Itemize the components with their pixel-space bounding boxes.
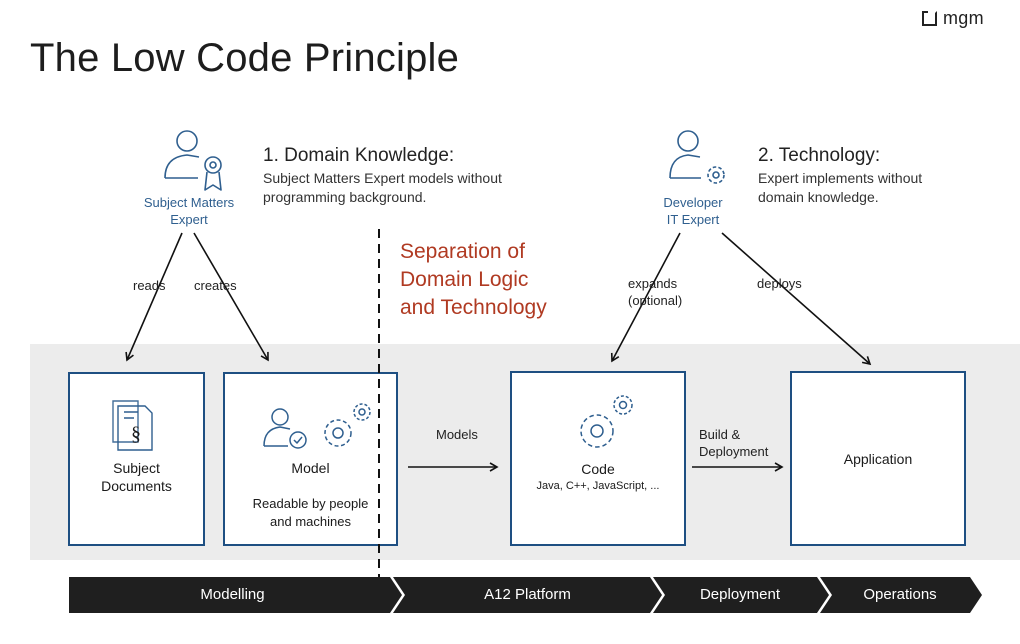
expands-label-line1: expands <box>628 276 678 291</box>
documents-box-label: Subject Documents <box>68 459 205 495</box>
domain-knowledge-desc-line1: Subject Matters Expert models without <box>263 170 502 186</box>
reads-arrow <box>125 232 183 362</box>
expert-person-badge-icon <box>164 130 222 191</box>
models-label: Models <box>436 427 478 442</box>
expert-label-line2: Expert <box>170 212 208 227</box>
brand-name: mgm <box>943 8 984 28</box>
expands-arrow <box>610 232 681 363</box>
application-box-title: Application <box>843 451 913 467</box>
technology-desc: Expert implements without domain knowled… <box>758 169 922 207</box>
developer-label-line1: Developer <box>663 195 723 210</box>
creates-label: creates <box>194 278 237 293</box>
build-label-line2: Deployment <box>699 444 769 459</box>
person-check-gears-icon <box>263 403 371 449</box>
mgm-logo: mgm <box>921 8 984 29</box>
phase-a12-platform <box>393 577 662 613</box>
creates-arrow <box>193 232 269 362</box>
domain-knowledge-desc-line2: programming background. <box>263 189 427 205</box>
deploys-arrow <box>721 232 872 366</box>
phase-modelling <box>69 577 402 613</box>
phase-label-a12-platform: A12 Platform <box>484 586 571 603</box>
deploys-label: deploys <box>757 276 802 291</box>
separation-line2: Domain Logic <box>400 268 529 291</box>
code-box-title: Code <box>581 461 615 477</box>
mgm-logo-icon <box>921 10 937 26</box>
model-box-title: Model <box>291 460 330 476</box>
band-chevron-tip <box>1000 344 1020 560</box>
phase-label-deployment: Deployment <box>699 586 781 603</box>
build-label-line1: Build & <box>699 427 741 442</box>
page-title: The Low Code Principle <box>30 36 460 80</box>
phase-deployment <box>653 577 829 613</box>
separation-line3: and Technology <box>400 296 547 319</box>
svg-text:§: § <box>131 423 141 445</box>
model-sub-line2: and machines <box>270 514 351 529</box>
build-deployment-label: Build & Deployment <box>699 426 768 460</box>
phase-operations <box>820 577 982 613</box>
technology-desc-line2: domain knowledge. <box>758 189 879 205</box>
domain-knowledge-desc: Subject Matters Expert models without pr… <box>263 169 502 207</box>
developer-person-gear-icon <box>669 130 725 184</box>
gears-icon <box>580 395 633 448</box>
developer-label: Developer IT Expert <box>640 194 746 228</box>
developer-label-line2: IT Expert <box>666 212 720 227</box>
expands-label: expands (optional) <box>628 275 682 309</box>
application-box <box>790 371 966 546</box>
documents-label-line1: Subject <box>113 460 160 476</box>
phase-bar <box>69 577 982 613</box>
phase-label-operations: Operations <box>863 586 937 603</box>
model-box <box>223 372 398 546</box>
technology-desc-line1: Expert implements without <box>758 170 923 186</box>
code-box <box>510 371 686 546</box>
technology-heading: 2. Technology: <box>758 145 881 166</box>
expert-label: Subject Matters Expert <box>120 194 258 228</box>
code-box-languages: Java, C++, JavaScript, ... <box>536 480 660 492</box>
model-sub-line1: Readable by people <box>252 496 369 511</box>
separation-text: Separation of Domain Logic and Technolog… <box>400 238 547 322</box>
documents-label-line2: Documents <box>101 478 172 494</box>
domain-knowledge-heading: 1. Domain Knowledge: <box>263 145 455 166</box>
document-paragraph-icon: § <box>112 400 153 451</box>
expands-label-line2: (optional) <box>628 293 683 308</box>
model-box-sub: Readable by people and machines <box>223 495 398 531</box>
flow-arrows <box>125 232 872 472</box>
phase-label-modelling: Modelling <box>200 586 265 603</box>
separation-line1: Separation of <box>400 240 525 263</box>
expert-label-line1: Subject Matters <box>143 195 235 210</box>
reads-label: reads <box>133 278 166 293</box>
